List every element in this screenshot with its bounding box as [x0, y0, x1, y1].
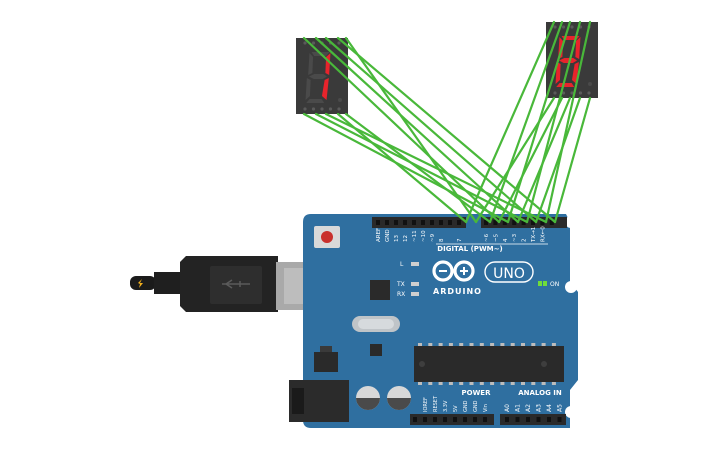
top-pin-label: ~11: [412, 230, 418, 242]
analog-pin-label: A4: [546, 404, 553, 412]
power-pin-label: Vin: [483, 404, 489, 412]
led-label-rx: RX: [397, 291, 405, 298]
top-pin-label: ~10: [421, 230, 427, 242]
segment-dp: [338, 98, 342, 102]
segment-e: [305, 78, 311, 100]
power-pin-label: GND: [463, 400, 469, 412]
segment-c: [321, 78, 329, 100]
wire[interactable]: [474, 96, 556, 224]
wire[interactable]: [497, 96, 564, 224]
power-pin-label: IOREF: [423, 397, 429, 412]
arduino-logo: ARDUINO UNO: [432, 260, 534, 296]
top-pin-label: TX→1: [531, 227, 537, 243]
wire[interactable]: [516, 96, 572, 224]
top-pin-label: AREF: [376, 228, 382, 242]
segment-g: [309, 74, 328, 79]
usb-chip: [370, 280, 390, 300]
power-pin-label: GND: [473, 400, 479, 412]
reset-button[interactable]: [321, 231, 333, 243]
wire[interactable]: [488, 20, 564, 224]
segment-g: [559, 58, 578, 63]
top-pin-label: ~9: [430, 233, 436, 242]
wire[interactable]: [464, 20, 556, 224]
status-leds: L TX RX ON: [396, 261, 559, 298]
analog-pin-label: A3: [536, 404, 543, 412]
segment-dp: [588, 82, 592, 86]
top-pin-label: ~5: [493, 233, 499, 242]
power-pin-label: RESET: [433, 395, 439, 412]
small-chip: [370, 344, 382, 356]
digital-header-label: DIGITAL (PWM~): [437, 245, 502, 253]
top-pin-label: 8: [439, 238, 445, 242]
top-pin-label: GND: [385, 229, 391, 242]
analog-pin-label: A5: [557, 404, 564, 412]
analog-pin-label: A1: [515, 404, 522, 412]
model-text: UNO: [493, 266, 525, 282]
wire[interactable]: [534, 96, 582, 224]
analog-pin-label: A2: [525, 404, 532, 412]
seven-segment-display-right[interactable]: [546, 22, 598, 98]
segment-c: [571, 62, 579, 84]
segment-b: [575, 37, 581, 59]
analog-pin-label: A0: [504, 404, 511, 412]
mount-hole: [565, 406, 577, 418]
wire[interactable]: [525, 20, 582, 224]
top-pin-label: 4: [503, 238, 509, 242]
top-pin-label: 12: [403, 235, 409, 242]
power-pin-label: 3.3V: [443, 400, 449, 412]
top-pin-label: RX←0: [540, 226, 546, 242]
wire[interactable]: [344, 36, 478, 224]
top-pin-label: 13: [394, 235, 400, 242]
led-label-tx: TX: [396, 281, 405, 288]
segment-d: [556, 83, 575, 87]
wire[interactable]: [314, 112, 529, 224]
wire[interactable]: [336, 112, 468, 224]
top-pin-label: ~3: [512, 233, 518, 242]
top-pin-label: 2: [522, 239, 528, 243]
segment-d: [306, 99, 325, 103]
digital-header-strip: [372, 217, 567, 228]
segment-f: [308, 53, 314, 75]
wire[interactable]: [553, 96, 592, 224]
top-pin-label: 7: [457, 238, 463, 242]
brand-text: ARDUINO: [433, 287, 482, 296]
mount-hole: [565, 281, 577, 293]
wire[interactable]: [302, 112, 510, 224]
analog-header-label: ANALOG IN: [518, 389, 562, 397]
power-header-label: POWER: [462, 389, 492, 397]
mount-hole: [565, 216, 577, 228]
capacitors: [356, 386, 411, 410]
on-led-label: ON: [550, 281, 559, 288]
power-pin-label: 5V: [453, 405, 459, 412]
wire-bundle[interactable]: [302, 20, 592, 224]
microcontroller-chip: [414, 343, 564, 385]
wire[interactable]: [344, 112, 492, 224]
top-pin-label: ~6: [484, 233, 490, 242]
power-analog-header-strip: [410, 414, 566, 425]
wire[interactable]: [336, 36, 557, 224]
wire[interactable]: [544, 20, 592, 224]
voltage-regulator: [314, 346, 338, 372]
dc-power-jack[interactable]: [289, 380, 349, 422]
led-label-l: L: [400, 261, 404, 268]
